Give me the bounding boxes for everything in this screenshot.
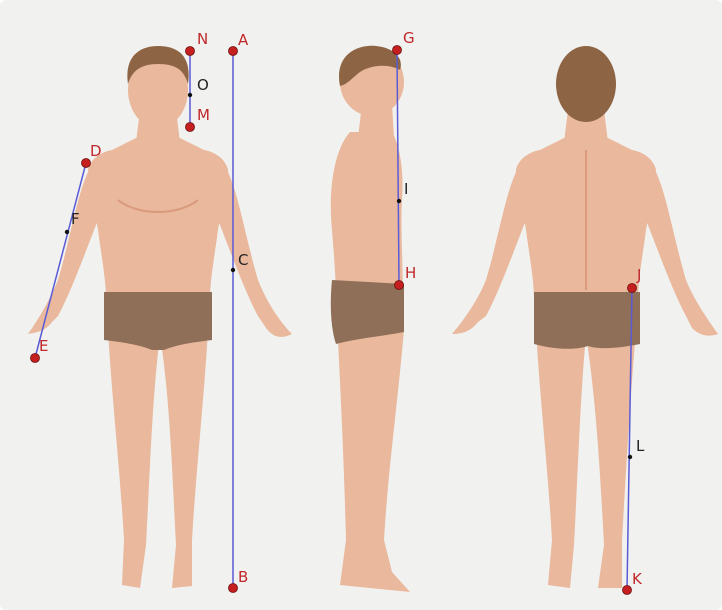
label-i: I [404,180,408,198]
label-d: D [90,142,102,160]
label-o: O [197,76,209,94]
point-o[interactable] [188,93,192,97]
front-underwear [104,292,212,350]
label-m: M [197,106,210,124]
point-k[interactable] [623,586,632,595]
label-f: F [71,210,80,228]
label-l: L [636,437,645,455]
point-g[interactable] [393,46,402,55]
point-h[interactable] [395,281,404,290]
label-k: K [632,570,643,588]
label-g: G [403,29,415,47]
label-h: H [405,264,416,282]
label-b: B [238,568,248,586]
point-n[interactable] [186,47,195,56]
back-head [556,46,616,122]
point-c[interactable] [231,268,235,272]
point-a[interactable] [229,47,238,56]
point-l[interactable] [628,455,632,459]
point-f[interactable] [65,230,69,234]
point-b[interactable] [229,584,238,593]
back-underwear [534,292,640,349]
label-a: A [238,31,249,49]
point-j[interactable] [628,284,637,293]
label-j: J [636,266,641,284]
front-torso [88,138,228,300]
label-n: N [197,30,208,48]
label-e: E [39,337,48,355]
label-c: C [238,251,248,269]
point-m[interactable] [186,123,195,132]
point-i[interactable] [397,199,401,203]
